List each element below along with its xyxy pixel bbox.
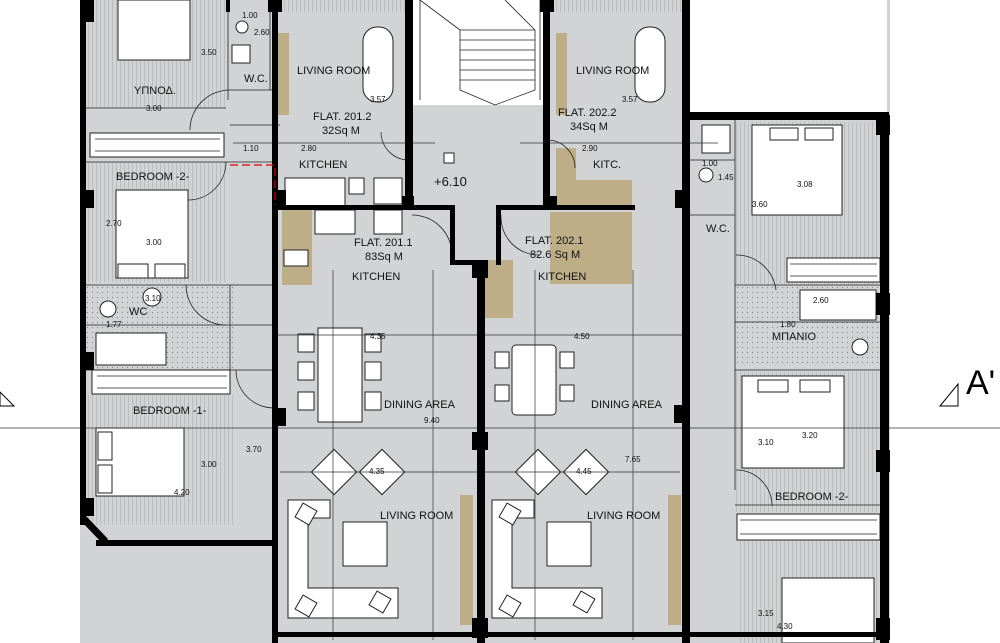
room-label: WC <box>129 306 147 318</box>
dimension-label: 7.65 <box>625 455 641 464</box>
dimension-labels: 1.00 2.60 3.50 3.57 3.57 3.00 1.10 2.80 … <box>106 11 829 631</box>
apartment-name: FLAT. 202.1 <box>525 235 584 247</box>
dimension-label: 3.57 <box>622 95 638 104</box>
dimension-label: 1.10 <box>243 144 259 153</box>
room-label: W.C. <box>244 73 268 85</box>
wood-panels <box>278 33 681 625</box>
red-marker-line <box>230 164 276 205</box>
partitions <box>86 0 880 507</box>
dimension-label: 2.90 <box>582 144 598 153</box>
dimension-label: 1.77 <box>106 320 122 329</box>
dimension-label: 1.45 <box>718 173 734 182</box>
dimension-label: 4.45 <box>576 467 592 476</box>
room-label: W.C. <box>706 223 730 235</box>
room-label: BEDROOM -1- <box>133 405 207 417</box>
dimension-label: 3.50 <box>201 48 217 57</box>
dimension-label: 4.35 <box>369 467 385 476</box>
apartment-name: FLAT. 201.2 <box>313 111 372 123</box>
apartment-name: FLAT. 201.1 <box>354 237 413 249</box>
room-label: KITCHEN <box>299 159 347 171</box>
room-label: LIVING ROOM <box>587 510 660 522</box>
section-marker: A' <box>0 364 995 407</box>
dimension-label: 3.00 <box>201 460 217 469</box>
section-mark-label: A' <box>966 364 995 402</box>
room-label: DINING AREA <box>591 399 663 411</box>
dimension-label: 3.15 <box>758 609 774 618</box>
apartment-name: FLAT. 202.2 <box>558 107 617 119</box>
dimension-label: 1.80 <box>780 320 796 329</box>
dimension-label: 3.60 <box>752 200 768 209</box>
walls <box>80 0 890 643</box>
dimension-label: 2.80 <box>301 144 317 153</box>
dimension-label: 3.10 <box>145 294 161 303</box>
apartment-area: 34Sq M <box>570 121 608 133</box>
dimension-label: 3.20 <box>802 431 818 440</box>
apartment-area: 82.6 Sq M <box>530 249 580 261</box>
dimension-label: 3.57 <box>370 95 386 104</box>
dimension-label: 1.00 <box>702 159 718 168</box>
level-mark: +6.10 <box>434 174 467 189</box>
dimension-label: 2.70 <box>106 219 122 228</box>
stair-core <box>413 0 543 164</box>
dimension-label: 4.35 <box>370 332 386 341</box>
apartment-labels: FLAT. 201.2 32Sq M FLAT. 202.2 34Sq M FL… <box>313 107 617 263</box>
room-label: LIVING ROOM <box>380 510 453 522</box>
dimension-label: 4.30 <box>777 622 793 631</box>
apartment-area: 32Sq M <box>322 125 360 137</box>
dimension-label: 4.20 <box>174 488 190 497</box>
room-label: BEDROOM -2- <box>775 491 849 503</box>
room-label: KITCHEN <box>538 271 586 283</box>
dimension-label: 1.00 <box>242 11 258 20</box>
furniture <box>89 0 881 643</box>
dimension-label: 9.40 <box>424 416 440 425</box>
dimension-label: 3.00 <box>146 238 162 247</box>
room-label: ΜΠΑΝΙΟ <box>772 331 816 343</box>
dimension-label: 3.00 <box>146 104 162 113</box>
room-label: LIVING ROOM <box>297 65 370 77</box>
room-label: BEDROOM -2- <box>116 171 190 183</box>
dimension-label: 2.60 <box>254 28 270 37</box>
room-label: LIVING ROOM <box>576 65 649 77</box>
apartment-area: 83Sq M <box>365 251 403 263</box>
dimension-label: 2.60 <box>813 296 829 305</box>
room-label: KITC. <box>593 159 621 171</box>
room-labels: ΥΠΝΟΔ. W.C. LIVING ROOM LIVING ROOM KITC… <box>116 65 849 522</box>
room-label: ΥΠΝΟΔ. <box>134 85 176 97</box>
room-label: KITCHEN <box>352 271 400 283</box>
dimension-label: 3.70 <box>246 445 262 454</box>
dimension-label: 3.08 <box>797 180 813 189</box>
room-label: DINING AREA <box>384 399 456 411</box>
dimension-label: 3.10 <box>758 438 774 447</box>
dimension-label: 4.50 <box>574 332 590 341</box>
